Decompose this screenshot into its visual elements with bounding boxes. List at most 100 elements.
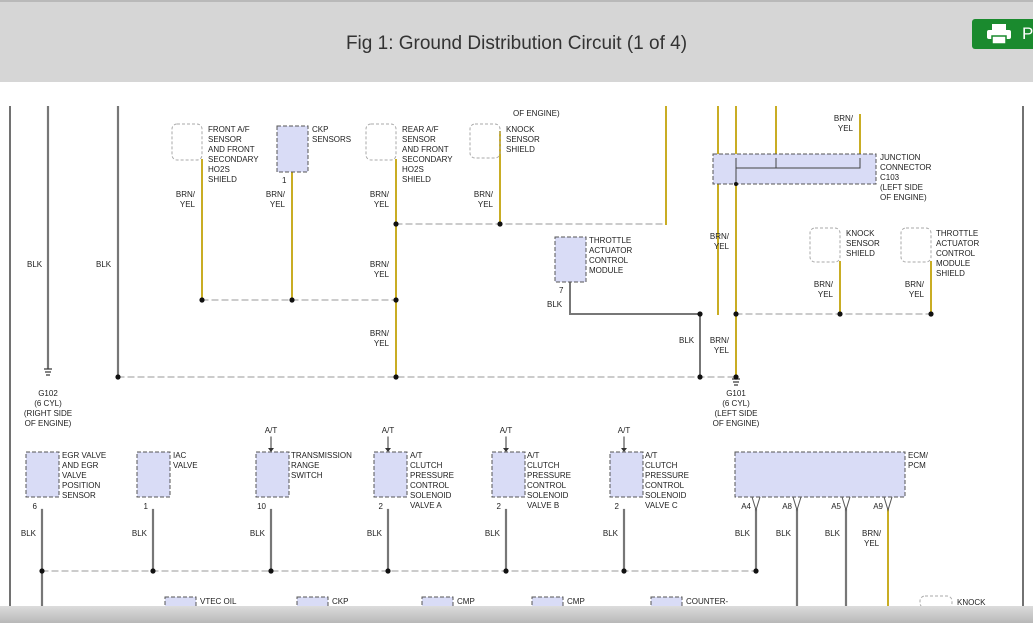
svg-text:KNOCK: KNOCK bbox=[846, 229, 875, 238]
svg-text:SECONDARY: SECONDARY bbox=[402, 155, 453, 164]
at-valve-a-label: A/T CLUTCH PRESSURE CONTROL SOLENOID VAL… bbox=[410, 451, 454, 510]
svg-text:2: 2 bbox=[497, 502, 502, 511]
svg-text:BLK: BLK bbox=[679, 336, 695, 345]
iac-valve-label: IAC VALVE bbox=[173, 451, 198, 470]
throttle-shield bbox=[900, 227, 932, 263]
svg-text:BRN/: BRN/ bbox=[814, 280, 834, 289]
svg-text:AND EGR: AND EGR bbox=[62, 461, 99, 470]
svg-text:BLK: BLK bbox=[603, 529, 619, 538]
svg-text:(RIGHT SIDE: (RIGHT SIDE bbox=[24, 409, 72, 418]
svg-text:BLK: BLK bbox=[547, 300, 563, 309]
arrow-heads bbox=[268, 448, 627, 452]
svg-text:VTEC OIL: VTEC OIL bbox=[200, 597, 237, 606]
svg-text:COUNTER-: COUNTER- bbox=[686, 597, 729, 606]
knock-shield-1-label: KNOCK SENSOR SHIELD bbox=[506, 125, 540, 154]
svg-text:YEL: YEL bbox=[714, 346, 730, 355]
egr-valve-label: EGR VALVE AND EGR VALVE POSITION SENSOR bbox=[62, 451, 106, 500]
svg-text:A/T: A/T bbox=[265, 426, 278, 435]
svg-text:BRN/: BRN/ bbox=[905, 280, 925, 289]
svg-text:BRN/: BRN/ bbox=[266, 190, 286, 199]
svg-text:VALVE A: VALVE A bbox=[410, 501, 442, 510]
svg-text:SOLENOID: SOLENOID bbox=[645, 491, 687, 500]
svg-text:FRONT A/F: FRONT A/F bbox=[208, 125, 250, 134]
wire-color-labels-top: BRN/YEL BRN/YEL BRN/YEL BRN/YEL BRN/YEL … bbox=[176, 114, 925, 355]
svg-text:(LEFT SIDE: (LEFT SIDE bbox=[715, 409, 758, 418]
blk-wire-throttle bbox=[569, 281, 701, 378]
svg-text:10: 10 bbox=[257, 502, 266, 511]
ecm-pcm-label: ECM/ PCM bbox=[908, 451, 929, 470]
pin-labels-bottom: 6 1 10 2 2 2 A4 A8 A5 A9 bbox=[33, 502, 884, 511]
svg-text:YEL: YEL bbox=[478, 200, 494, 209]
svg-text:OF ENGINE): OF ENGINE) bbox=[713, 419, 760, 428]
rear-af-shield bbox=[365, 123, 397, 161]
svg-text:SHIELD: SHIELD bbox=[846, 249, 875, 258]
rear-af-label: REAR A/F SENSOR AND FRONT SECONDARY HO2S… bbox=[402, 125, 453, 184]
svg-text:SHIELD: SHIELD bbox=[402, 175, 431, 184]
svg-text:THROTTLE: THROTTLE bbox=[936, 229, 978, 238]
svg-text:OF ENGINE): OF ENGINE) bbox=[25, 419, 72, 428]
svg-text:KNOCK: KNOCK bbox=[957, 598, 986, 607]
ecm-pcm bbox=[734, 451, 906, 498]
svg-text:YEL: YEL bbox=[374, 200, 390, 209]
svg-text:SENSOR: SENSOR bbox=[208, 135, 242, 144]
svg-text:HO2S: HO2S bbox=[208, 165, 230, 174]
svg-text:YEL: YEL bbox=[714, 242, 730, 251]
svg-text:BLK: BLK bbox=[776, 529, 792, 538]
throttle-module bbox=[554, 236, 587, 283]
ground-symbol-g102 bbox=[44, 368, 52, 376]
print-button[interactable]: P bbox=[972, 19, 1033, 49]
svg-text:YEL: YEL bbox=[374, 270, 390, 279]
junction-connector bbox=[712, 153, 877, 185]
svg-text:CMP: CMP bbox=[567, 597, 585, 606]
svg-text:YEL: YEL bbox=[838, 124, 854, 133]
svg-text:PRESSURE: PRESSURE bbox=[410, 471, 454, 480]
svg-text:CKP: CKP bbox=[312, 125, 328, 134]
svg-text:A5: A5 bbox=[831, 502, 841, 511]
svg-text:RANGE: RANGE bbox=[291, 461, 319, 470]
ground-symbol-g101 bbox=[732, 378, 740, 386]
at-valve-c-label: A/T CLUTCH PRESSURE CONTROL SOLENOID VAL… bbox=[645, 451, 689, 510]
svg-text:1: 1 bbox=[144, 502, 149, 511]
svg-text:SECONDARY: SECONDARY bbox=[208, 155, 259, 164]
at-valve-b bbox=[491, 451, 526, 498]
ckp-sensor bbox=[276, 125, 309, 173]
svg-text:G101: G101 bbox=[726, 389, 746, 398]
svg-text:2: 2 bbox=[615, 502, 620, 511]
svg-text:(6 CYL): (6 CYL) bbox=[34, 399, 62, 408]
svg-text:VALVE: VALVE bbox=[173, 461, 198, 470]
svg-text:CONTROL: CONTROL bbox=[410, 481, 450, 490]
svg-text:SENSORS: SENSORS bbox=[312, 135, 351, 144]
svg-text:CLUTCH: CLUTCH bbox=[527, 461, 560, 470]
svg-text:CONTROL: CONTROL bbox=[527, 481, 567, 490]
svg-text:SENSOR: SENSOR bbox=[402, 135, 436, 144]
svg-text:BRN/: BRN/ bbox=[710, 336, 730, 345]
svg-text:VALVE C: VALVE C bbox=[645, 501, 678, 510]
svg-text:BLK: BLK bbox=[825, 529, 841, 538]
svg-text:REAR A/F: REAR A/F bbox=[402, 125, 439, 134]
svg-text:CONTROL: CONTROL bbox=[936, 249, 976, 258]
g101-label: G101 (6 CYL) (LEFT SIDE OF ENGINE) bbox=[713, 389, 760, 428]
svg-text:HO2S: HO2S bbox=[402, 165, 424, 174]
svg-text:THROTTLE: THROTTLE bbox=[589, 236, 631, 245]
svg-text:IAC: IAC bbox=[173, 451, 187, 460]
svg-text:A8: A8 bbox=[782, 502, 792, 511]
svg-text:MODULE: MODULE bbox=[936, 259, 970, 268]
svg-text:CONTROL: CONTROL bbox=[589, 256, 629, 265]
iac-valve bbox=[136, 451, 171, 498]
svg-text:A/T: A/T bbox=[382, 426, 395, 435]
svg-text:YEL: YEL bbox=[374, 339, 390, 348]
svg-text:SENSOR: SENSOR bbox=[62, 491, 96, 500]
print-button-label: P bbox=[1022, 24, 1033, 43]
svg-text:KNOCK: KNOCK bbox=[506, 125, 535, 134]
junction-connector-label: JUNCTION CONNECTOR C103 (LEFT SIDE OF EN… bbox=[880, 153, 932, 202]
svg-text:BLK: BLK bbox=[132, 529, 148, 538]
header-bar: Fig 1: Ground Distribution Circuit (1 of… bbox=[0, 0, 1033, 82]
svg-text:SOLENOID: SOLENOID bbox=[527, 491, 569, 500]
svg-text:BRN/: BRN/ bbox=[834, 114, 854, 123]
svg-text:BLK: BLK bbox=[21, 529, 37, 538]
svg-text:VALVE B: VALVE B bbox=[527, 501, 559, 510]
svg-text:BRN/: BRN/ bbox=[370, 260, 390, 269]
blk-labels-bottom: BLK BLK BLK BLK BLK BLK BLK BLK BLK bbox=[21, 529, 841, 538]
knock-shield-2 bbox=[809, 227, 841, 263]
svg-text:6: 6 bbox=[33, 502, 38, 511]
